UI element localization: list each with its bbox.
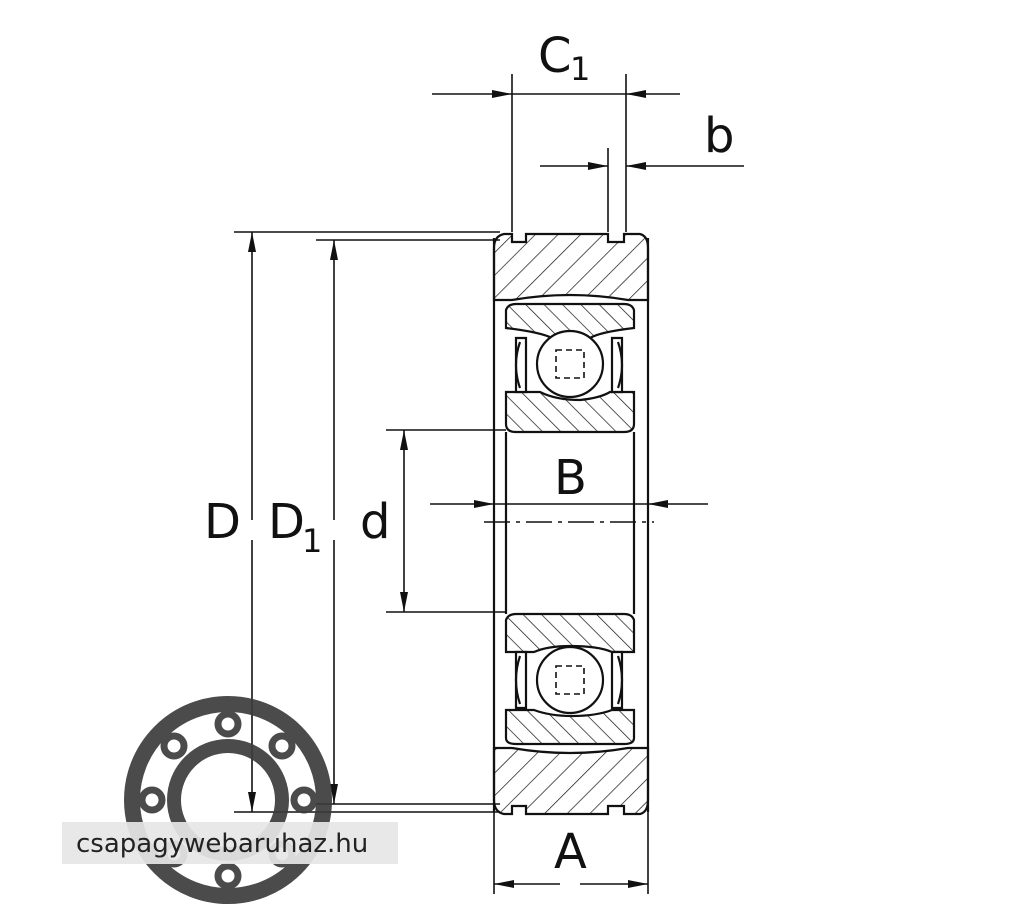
label-c1: C: [538, 28, 572, 84]
label-b-width: B: [554, 450, 587, 506]
dimension-labels: C 1 b D D 1 d B A: [204, 28, 734, 880]
outer-ring-bottom: [492, 746, 650, 816]
label-d-outer: D: [204, 494, 241, 550]
label-c1-subscript: 1: [570, 50, 590, 88]
cage-top: [555, 349, 585, 379]
seal-right-top: [610, 336, 624, 394]
seal-left-bottom: [514, 650, 528, 710]
label-d1-subscript: 1: [302, 522, 322, 560]
inner-ring-top: [504, 302, 636, 340]
ball-top: [535, 329, 605, 399]
dimension-lines: [234, 74, 744, 894]
label-d1: D: [268, 494, 305, 550]
watermark-banner: [62, 822, 398, 864]
ball-bottom: [535, 645, 605, 715]
outer-ring-top: [492, 232, 650, 302]
cage-bottom: [555, 665, 585, 695]
label-a-width: A: [554, 824, 587, 880]
label-d-bore: d: [360, 494, 390, 550]
watermark-text: csapagywebaruhaz.hu: [76, 829, 368, 859]
seal-left-top: [514, 336, 528, 394]
seal-right-bottom: [610, 650, 624, 710]
bearing-section: [484, 232, 654, 816]
ball-bearing-logo-icon: [124, 696, 332, 904]
label-b-small: b: [704, 108, 734, 164]
